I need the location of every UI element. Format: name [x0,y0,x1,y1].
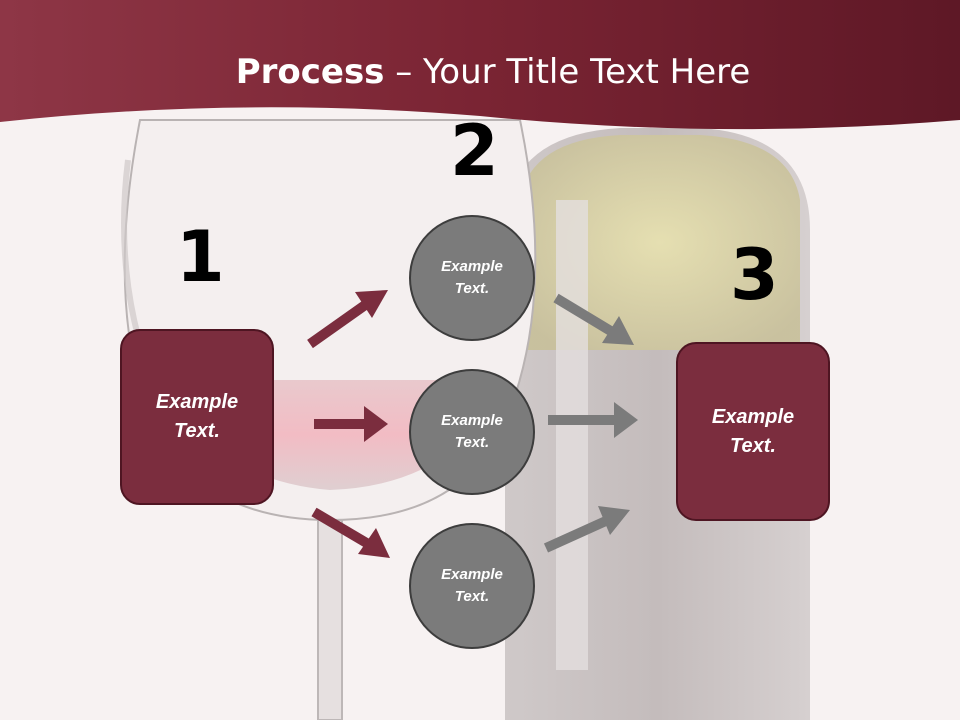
arrow-gray-right [548,402,638,438]
step-number-1: 1 [176,216,225,298]
arrow-gray-down [553,293,634,345]
title-rest: – Your Title Text Here [384,52,751,92]
arrow-red-down [311,507,390,558]
step-2-circle-top: Example Text. [409,215,535,341]
title-bold: Process [235,52,385,92]
step-2-circle-middle: Example Text. [409,369,535,495]
step-1-box: Example Text. [120,329,274,505]
step-3-text: Example Text. [711,405,795,457]
arrow-gray-up [543,506,630,553]
arrow-red-up [307,290,388,349]
step-number-3: 3 [730,234,779,316]
circle-top-text: Example Text. [441,257,503,298]
step-number-2: 2 [450,110,499,192]
arrow-red-right [314,406,388,442]
step-3-box: Example Text. [676,342,830,521]
circle-middle-text: Example Text. [441,411,503,452]
step-1-text: Example Text. [155,391,239,442]
slide-title: Process – Your Title Text Here [0,52,960,92]
step-2-circle-bottom: Example Text. [409,523,535,649]
circle-bottom-text: Example Text. [441,565,503,606]
